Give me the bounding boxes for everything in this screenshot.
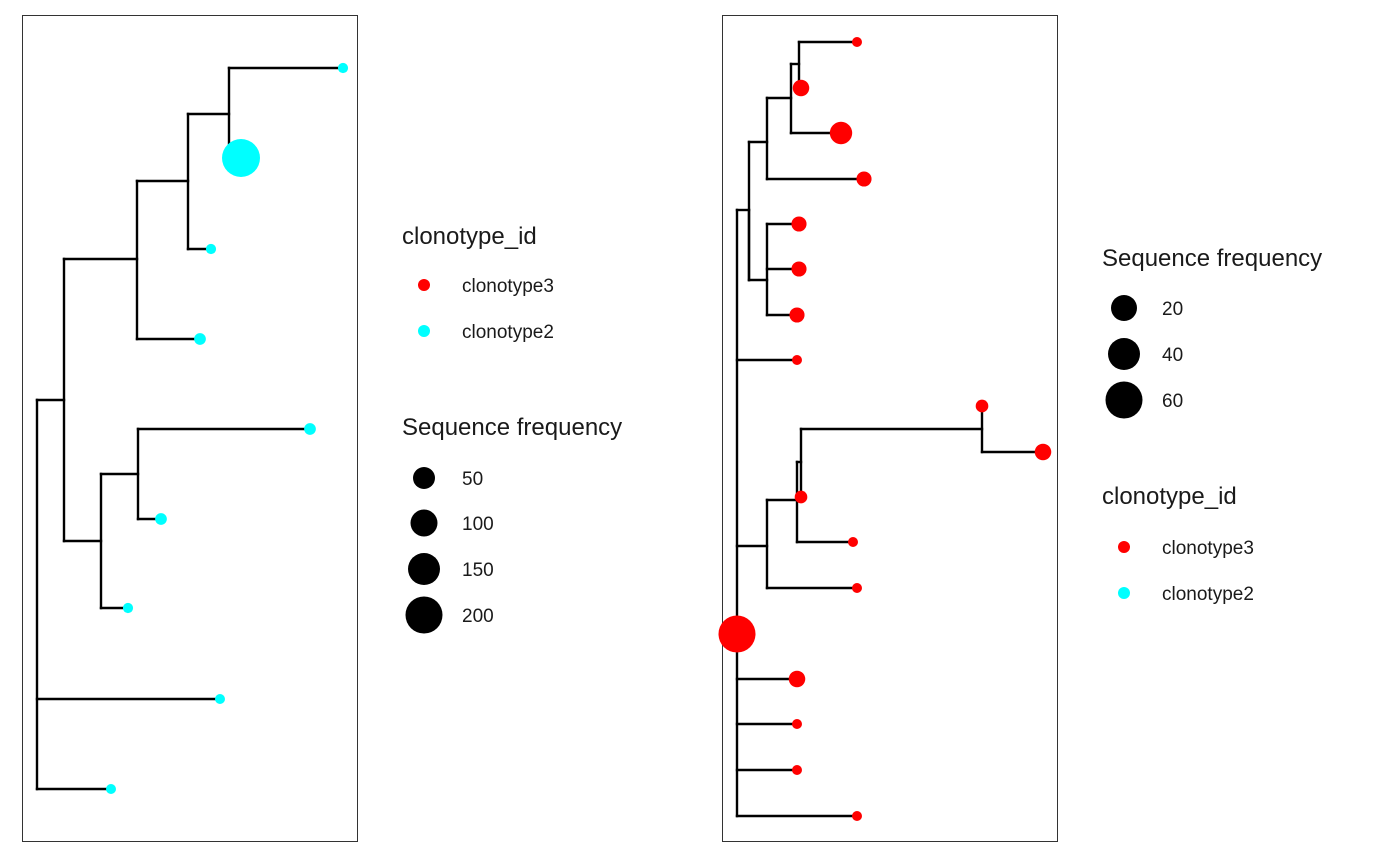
tree-tip-point bbox=[718, 615, 756, 653]
legend-size-label: 60 bbox=[1162, 391, 1183, 412]
legend-size-key bbox=[410, 509, 438, 537]
tree-tip-point bbox=[106, 784, 116, 794]
tree-tip-point bbox=[852, 811, 862, 821]
tree-tip-point bbox=[791, 216, 807, 232]
legend-size-key bbox=[1105, 381, 1143, 419]
right-legend-clonotype: clonotype_id clonotype3 clonotype2 bbox=[1102, 483, 1254, 605]
legend-key-clonotype2 bbox=[1118, 587, 1130, 599]
tree-tip-point bbox=[792, 355, 802, 365]
legend-title: clonotype_id bbox=[402, 223, 537, 250]
left-legend-clonotype: clonotype_id clonotype3 clonotype2 bbox=[402, 223, 554, 343]
legend-size-key bbox=[405, 596, 443, 634]
legend-size-key bbox=[1111, 295, 1137, 321]
tree-tip-point bbox=[792, 79, 810, 97]
tree-tip-point bbox=[337, 62, 349, 74]
tree-tip-point bbox=[1034, 443, 1052, 461]
tree-tip-point bbox=[792, 765, 802, 775]
legend-size-key bbox=[408, 553, 440, 585]
tree-tip-point bbox=[122, 602, 134, 614]
right-panel-border bbox=[722, 15, 1058, 842]
right-tree-tips bbox=[718, 37, 1052, 821]
tree-tip-point bbox=[215, 694, 225, 704]
tree-tip-point bbox=[205, 243, 217, 255]
legend-title: Sequence frequency bbox=[1102, 245, 1322, 272]
legend-size-key bbox=[1108, 338, 1140, 370]
tree-tip-point bbox=[791, 261, 807, 277]
legend-size-label: 100 bbox=[462, 514, 494, 535]
legend-title: Sequence frequency bbox=[402, 414, 622, 441]
legend-label-clonotype2: clonotype2 bbox=[1162, 584, 1254, 605]
legend-size-key bbox=[413, 467, 435, 489]
legend-label-clonotype2: clonotype2 bbox=[462, 322, 554, 343]
legend-size-label: 40 bbox=[1162, 345, 1183, 366]
tree-tip-point bbox=[829, 121, 853, 145]
tree-tip-point bbox=[852, 37, 862, 47]
legend-key-clonotype2 bbox=[418, 325, 430, 337]
legend-size-label: 50 bbox=[462, 469, 483, 490]
legend-size-label: 20 bbox=[1162, 299, 1183, 320]
tree-tip-point bbox=[304, 423, 316, 435]
tree-tip-point bbox=[222, 139, 260, 177]
tree-tip-point bbox=[848, 537, 858, 547]
legend-title: clonotype_id bbox=[1102, 483, 1237, 510]
legend-label-clonotype3: clonotype3 bbox=[462, 276, 554, 297]
legend-label-clonotype3: clonotype3 bbox=[1162, 538, 1254, 559]
left-legend-frequency: Sequence frequency 50 100 150 200 bbox=[402, 414, 622, 634]
left-panel-border bbox=[22, 15, 358, 842]
tree-tip-point bbox=[788, 670, 806, 688]
tree-tip-point bbox=[155, 513, 167, 525]
tree-tip-point bbox=[789, 307, 805, 323]
left-panel bbox=[22, 15, 358, 842]
tree-tip-point bbox=[792, 719, 802, 729]
tree-tip-point bbox=[975, 399, 989, 413]
legend-size-label: 150 bbox=[462, 560, 494, 581]
legend-key-clonotype3 bbox=[418, 279, 430, 291]
tree-tip-point bbox=[852, 583, 862, 593]
tree-tip-point bbox=[794, 490, 808, 504]
legend-key-clonotype3 bbox=[1118, 541, 1130, 553]
right-tree-branches bbox=[735, 40, 1045, 818]
right-panel bbox=[718, 15, 1058, 842]
right-legend-frequency: Sequence frequency 20 40 60 bbox=[1102, 245, 1322, 419]
tree-tip-point bbox=[856, 171, 872, 187]
legend-size-label: 200 bbox=[462, 606, 494, 627]
tree-tip-point bbox=[194, 333, 206, 345]
left-tree-branches bbox=[35, 66, 345, 791]
left-tree-tips bbox=[106, 62, 349, 794]
